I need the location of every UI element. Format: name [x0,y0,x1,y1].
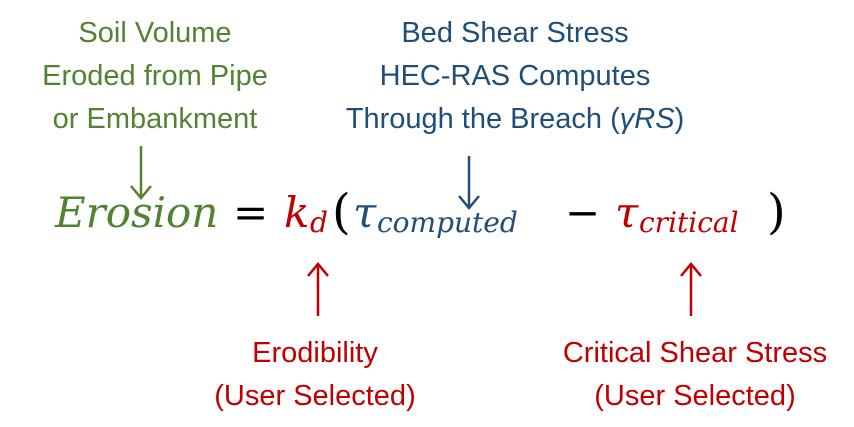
eq-erosion: Erosion [55,188,219,237]
eq-tau-critical: τ [615,188,639,237]
critical-shear-line-1: Critical Shear Stress [562,337,828,369]
critical-shear-label: Critical Shear Stress (User Selected) [530,332,854,418]
close-paren-text: ) [674,103,685,135]
bed-shear-line-1: Bed Shear Stress [401,17,629,49]
eq-tau-computed: τ [353,188,377,237]
eq-k-sub: d [310,206,328,239]
eq-tau-computed-sub: computed [377,206,518,239]
bed-shear-line-2: HEC-RAS Computes [379,60,651,92]
eq-equals: = [233,188,269,237]
soil-volume-line-3: or Embankment [52,103,258,135]
eq-minus: − [565,188,601,237]
arrow-down-blue-icon [458,156,480,210]
erodibility-label: Erodibility (User Selected) [180,332,450,418]
bed-shear-line-3-text: Through the Breach ( [345,103,620,135]
eq-k: k [284,188,310,237]
eq-tau-critical-sub: critical [639,206,739,239]
soil-volume-label: Soil Volume Eroded from Pipe or Embankme… [20,12,290,141]
arrow-up-red-erodibility-icon [307,262,329,316]
erodibility-line-1: Erodibility [252,337,378,369]
soil-volume-line-1: Soil Volume [78,17,232,49]
soil-volume-line-2: Eroded from Pipe [42,60,268,92]
arrow-down-green-icon [130,146,152,200]
arrow-up-red-critical-icon [680,262,702,316]
erodibility-line-2: (User Selected) [214,380,416,412]
gamma-rs: γRS [619,103,675,135]
bed-shear-line-3: Through the Breach (γRS) [300,98,730,141]
eq-close-paren: ) [767,184,786,240]
bed-shear-label: Bed Shear Stress HEC-RAS Computes Throug… [300,12,730,141]
critical-shear-line-2: (User Selected) [594,380,796,412]
eq-open-paren: ( [332,184,351,240]
